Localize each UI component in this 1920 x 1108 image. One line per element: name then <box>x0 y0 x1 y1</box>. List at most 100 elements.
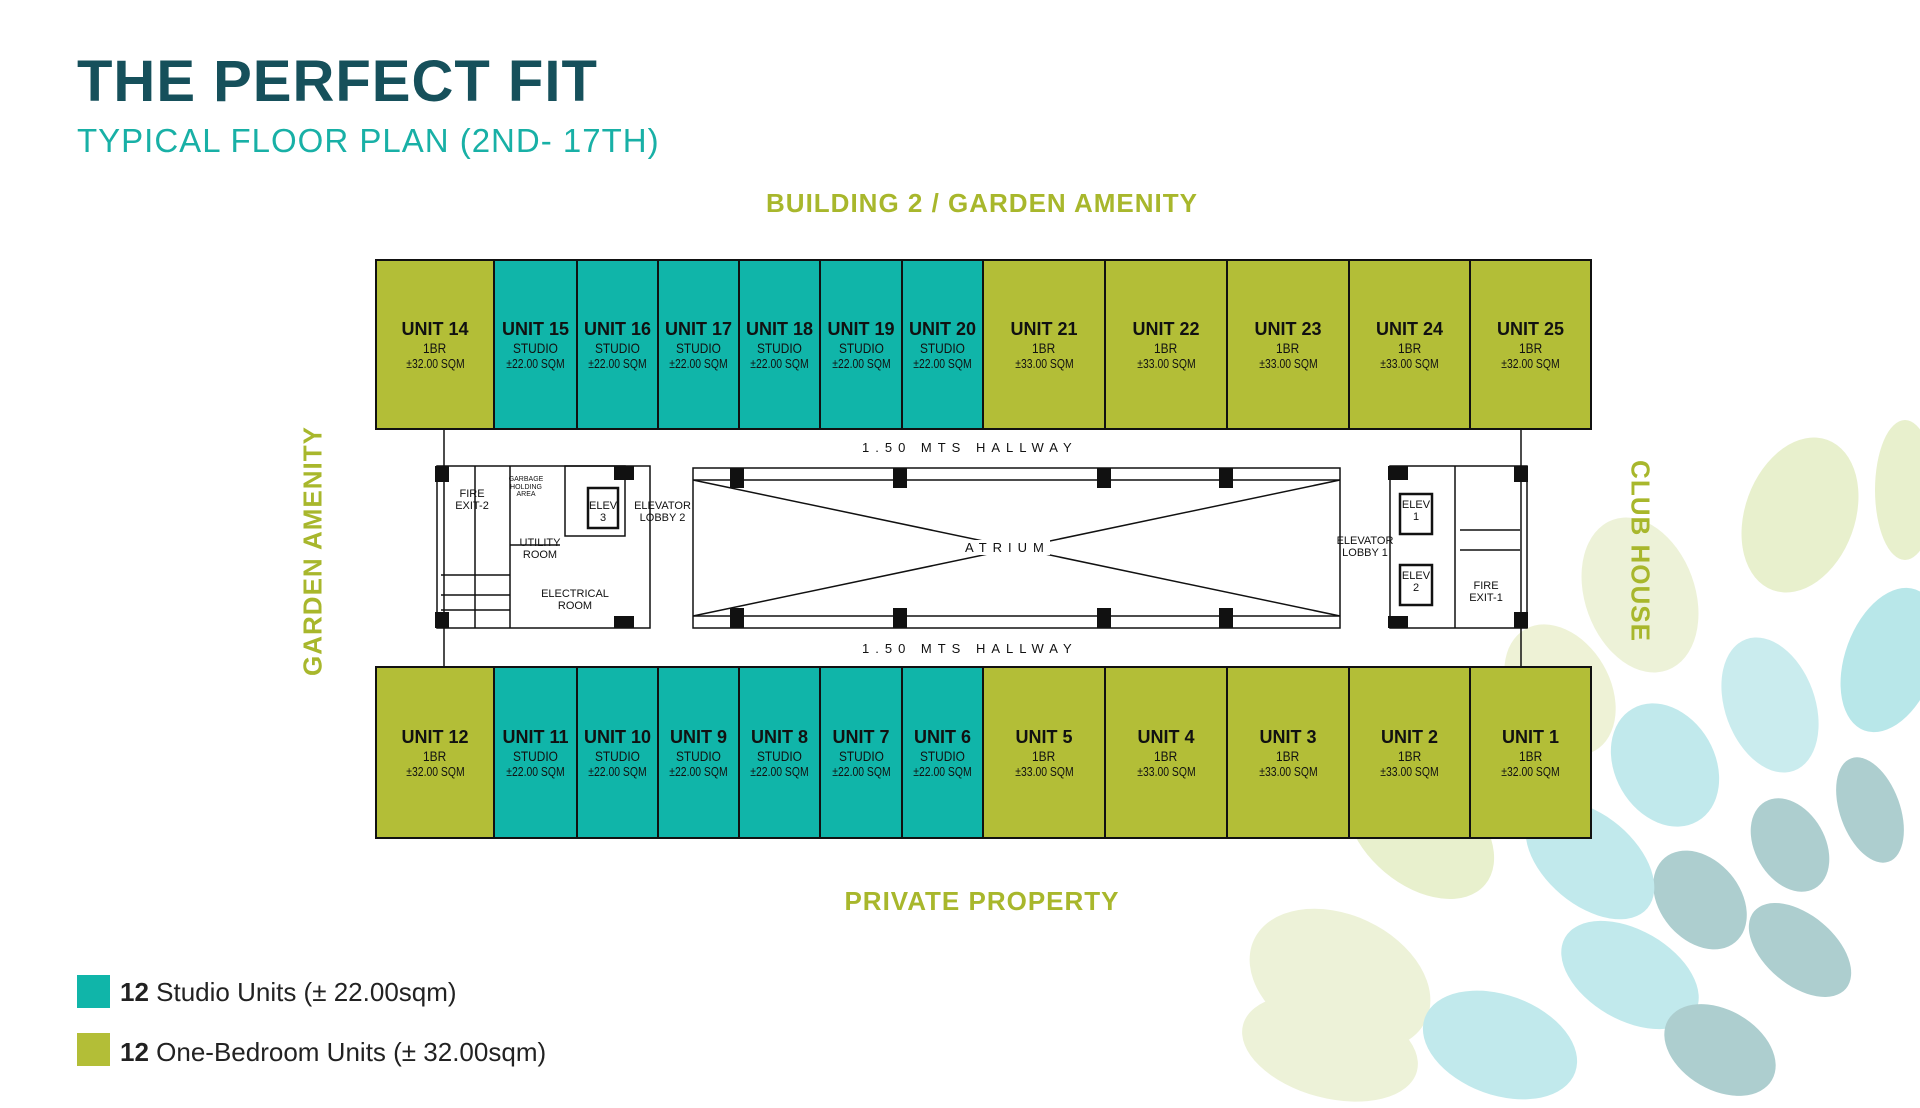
unit-name: UNIT 14 <box>401 318 469 339</box>
unit-name: UNIT 7 <box>832 726 890 747</box>
elev-3-label: ELEV 3 <box>589 500 618 525</box>
unit-area: ±22.00 SQM <box>588 763 647 779</box>
unit-area: ±33.00 SQM <box>1014 355 1074 371</box>
unit-name: UNIT 11 <box>502 726 569 747</box>
unit-name: UNIT 18 <box>745 318 814 339</box>
unit-name: UNIT 8 <box>750 726 808 747</box>
unit-type: STUDIO <box>676 747 721 764</box>
unit-area: ±33.00 SQM <box>1258 355 1318 371</box>
unit-area: ±33.00 SQM <box>1014 763 1074 779</box>
unit-type: 1BR <box>423 747 447 764</box>
unit-name: UNIT 21 <box>1010 318 1078 339</box>
unit-name: UNIT 10 <box>583 726 652 747</box>
unit-type: 1BR <box>1276 339 1300 356</box>
unit-area: ±22.00 SQM <box>669 355 728 371</box>
fire-exit-2-label: FIRE EXIT-2 <box>455 488 489 513</box>
elev-1-label: ELEV 1 <box>1401 499 1431 524</box>
label-building-2: BUILDING 2 / GARDEN AMENITY <box>766 188 1198 218</box>
legend-swatch-studio <box>77 975 110 1008</box>
unit-type: 1BR <box>1518 747 1543 764</box>
unit-name: UNIT 6 <box>913 726 971 747</box>
label-private-property: PRIVATE PROPERTY <box>844 886 1120 916</box>
legend-studio-text: Studio Units (± 22.00sqm) <box>156 977 457 1007</box>
unit-area: ±22.00 SQM <box>506 355 565 371</box>
atrium-label: ATRIUM <box>965 540 1050 555</box>
unit-name: UNIT 20 <box>908 318 977 339</box>
garbage-area-label: GARBAGE HOLDING AREA <box>508 476 544 499</box>
unit-area: ±22.00 SQM <box>750 763 809 779</box>
legend-studio: 12 Studio Units (± 22.00sqm) <box>120 977 457 1008</box>
elevator-lobby-1-label: ELEVATOR LOBBY 1 <box>1336 535 1394 560</box>
unit-name: UNIT 1 <box>1501 726 1559 747</box>
legend-one-bedroom: 12 One-Bedroom Units (± 32.00sqm) <box>120 1037 546 1068</box>
unit-name: UNIT 15 <box>501 318 570 339</box>
unit-type: 1BR <box>1397 339 1422 356</box>
unit-area: ±33.00 SQM <box>1380 763 1439 779</box>
unit-area: ±33.00 SQM <box>1136 763 1196 779</box>
unit-type: 1BR <box>1518 339 1543 356</box>
unit-area: ±22.00 SQM <box>913 763 972 779</box>
unit-type: STUDIO <box>513 747 558 764</box>
unit-area: ±22.00 SQM <box>588 355 647 371</box>
unit-name: UNIT 5 <box>1015 726 1073 747</box>
unit-name: UNIT 19 <box>827 318 895 339</box>
unit-area: ±32.00 SQM <box>405 355 465 371</box>
unit-type: STUDIO <box>920 747 965 764</box>
legend-studio-count: 12 <box>120 977 149 1007</box>
unit-name: UNIT 25 <box>1496 318 1565 339</box>
unit-name: UNIT 2 <box>1380 726 1438 747</box>
unit-type: STUDIO <box>920 339 965 356</box>
unit-type: STUDIO <box>595 339 640 356</box>
legend-swatch-one-bedroom <box>77 1033 110 1066</box>
page-subtitle: TYPICAL FLOOR PLAN (2ND- 17TH) <box>77 122 660 159</box>
hallway-top-label: 1.50 MTS HALLWAY <box>862 440 1078 455</box>
unit-area: ±22.00 SQM <box>913 355 972 371</box>
unit-type: STUDIO <box>676 339 721 356</box>
unit-area: ±22.00 SQM <box>506 763 565 779</box>
unit-area: ±22.00 SQM <box>831 763 891 779</box>
unit-area: ±33.00 SQM <box>1136 355 1196 371</box>
unit-type: STUDIO <box>595 747 640 764</box>
unit-area: ±22.00 SQM <box>669 763 728 779</box>
unit-type: 1BR <box>1276 747 1300 764</box>
unit-name: UNIT 3 <box>1259 726 1317 747</box>
elev-2-label: ELEV 2 <box>1401 570 1431 595</box>
unit-name: UNIT 17 <box>664 318 733 339</box>
unit-type: STUDIO <box>757 339 802 356</box>
label-garden-amenity: GARDEN AMENITY <box>297 426 328 676</box>
hallway-bottom-label: 1.50 MTS HALLWAY <box>862 641 1078 656</box>
unit-name: UNIT 24 <box>1375 318 1444 339</box>
legend-1br-text: One-Bedroom Units (± 32.00sqm) <box>156 1037 547 1067</box>
fire-exit-1-label: FIRE EXIT-1 <box>1469 580 1503 605</box>
unit-type: 1BR <box>1032 747 1056 764</box>
unit-name: UNIT 9 <box>669 726 727 747</box>
unit-type: STUDIO <box>757 747 802 764</box>
legend-1br-count: 12 <box>120 1037 149 1067</box>
unit-area: ±32.00 SQM <box>405 763 465 779</box>
unit-type: 1BR <box>423 339 447 356</box>
